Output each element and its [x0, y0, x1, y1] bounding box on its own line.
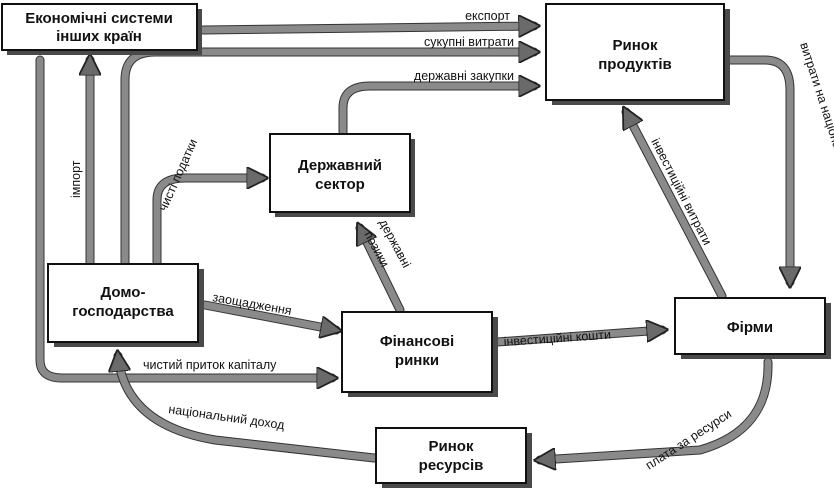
box-firms: Фірми [674, 297, 831, 359]
label-national-income: національний доход [168, 402, 286, 432]
box-foreign-economies: Економічні системи інших країн [1, 3, 202, 55]
box-government-sector-line1: Державний [298, 157, 382, 174]
flow-gov-borrowing-arrow [355, 228, 405, 315]
flow-export-arrow [198, 26, 534, 30]
flow-net-capital-inflow-arrow [35, 55, 332, 378]
box-product-market-line1: Ринок [613, 37, 658, 54]
flow-resource-payment-arrow [540, 357, 773, 460]
box-financial-markets-line1: Фінансові [380, 333, 454, 350]
flow-national-income-arrow [118, 356, 379, 463]
box-financial-markets-line2: ринки [395, 352, 439, 369]
box-households: Домо- господарства [47, 263, 204, 347]
flow-savings-arrow [200, 300, 336, 330]
label-investment-spending: інвестиційні витрати [648, 136, 714, 247]
label-import: імпорт [69, 160, 83, 198]
box-foreign-economies-line1: Економічні системи [25, 10, 173, 27]
flow-gov-purchases-arrow [338, 86, 534, 137]
box-financial-markets: Фінансові ринки [341, 311, 498, 397]
box-resource-market-line1: Ринок [429, 438, 474, 455]
box-product-market: Ринок продуктів [545, 3, 730, 105]
flow-investment-funds-arrow [492, 330, 662, 347]
box-government-sector: Державний сектор [269, 133, 415, 217]
box-firms-label: Фірми [727, 319, 773, 336]
label-gov-purchases: державні закупки [414, 69, 514, 83]
label-net-capital-inflow: чистий приток капіталу [143, 358, 277, 372]
box-government-sector-line2: сектор [315, 176, 365, 193]
label-investment-funds: інвестиційні кошти [503, 328, 611, 349]
flow-national-product-spending-arrow [722, 55, 790, 282]
box-households-line1: Домо- [101, 284, 146, 301]
label-export: експорт [465, 9, 510, 23]
box-foreign-economies-line2: інших країн [56, 28, 142, 45]
flow-investment-spending-arrow [621, 112, 727, 301]
box-households-line2: господарства [72, 303, 174, 320]
box-product-market-line2: продуктів [598, 56, 671, 73]
flow-net-taxes-arrow [152, 178, 262, 267]
box-resource-market: Ринок ресурсів [375, 427, 532, 488]
box-resource-market-line2: ресурсів [419, 457, 484, 474]
label-total-spending: сукупні витрати [424, 35, 514, 49]
label-national-product-spending: витрати на національний продукт [797, 41, 834, 231]
